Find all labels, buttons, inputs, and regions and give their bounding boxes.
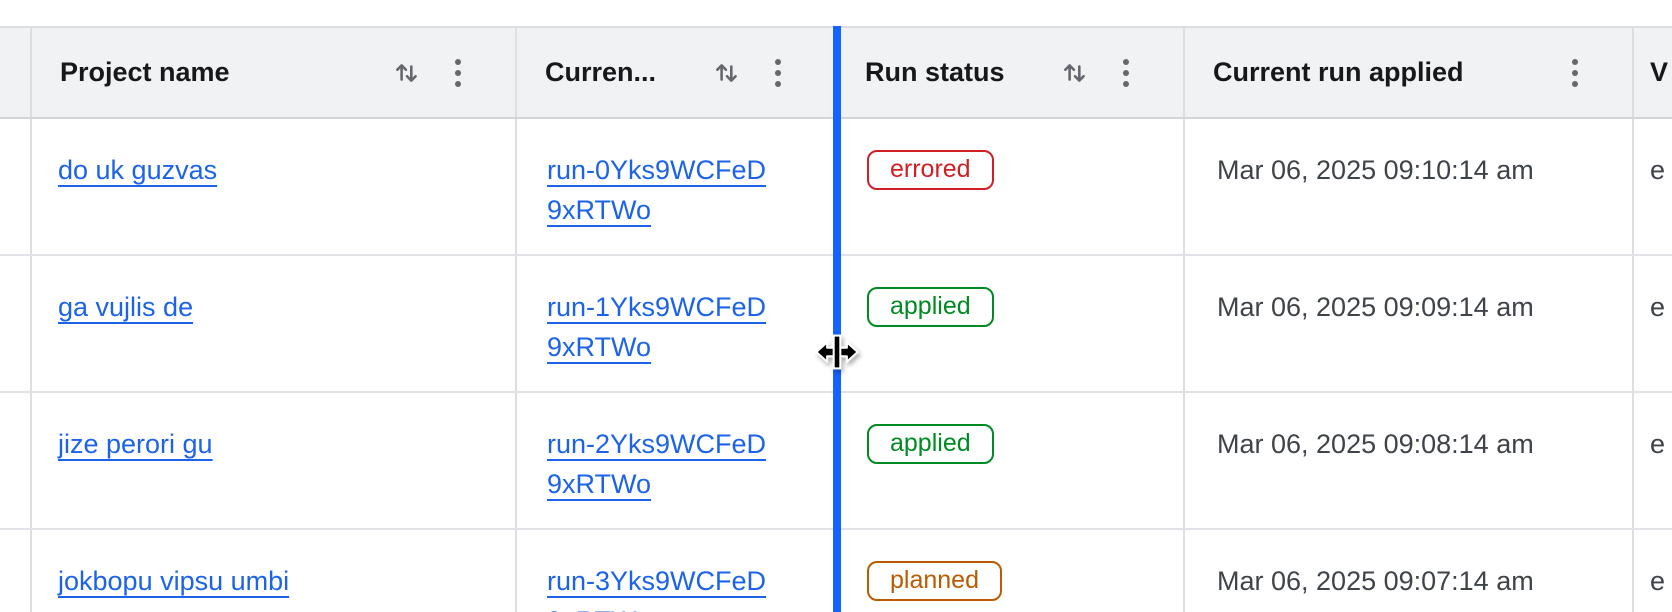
- cell-run-status: planned: [837, 530, 1185, 612]
- header-cell-current-run-applied: Current run applied: [1185, 28, 1634, 117]
- status-badge: errored: [867, 149, 994, 190]
- column-menu-icon[interactable]: [771, 55, 785, 91]
- cell-clipped: e: [1650, 566, 1666, 596]
- cell-current-run: run-3Yks9WCFeD9xRTWo: [517, 530, 837, 612]
- cell-clipped: e: [1650, 155, 1666, 185]
- cell-project-name: do uk guzvas: [32, 119, 517, 254]
- column-label-clipped: V: [1650, 57, 1669, 87]
- header-cell-run-status: Run status: [837, 28, 1185, 117]
- cell-current-run-applied: Mar 06, 2025 09:09:14 am: [1185, 256, 1634, 391]
- header-cell-current-run: Curren...: [517, 28, 837, 117]
- column-resize-indicator[interactable]: [833, 26, 841, 612]
- sort-icon[interactable]: [713, 59, 741, 87]
- header-cell-clipped-column: V: [1634, 28, 1672, 117]
- cell-clipped: e: [1650, 292, 1666, 322]
- cell-project-name: ga vujlis de: [32, 256, 517, 391]
- cell-current-run-applied: Mar 06, 2025 09:10:14 am: [1185, 119, 1634, 254]
- sort-icon[interactable]: [1061, 59, 1089, 87]
- column-label-project-name: Project name: [60, 57, 230, 87]
- cell-spacer: [0, 256, 32, 391]
- cell-clipped: e: [1650, 429, 1666, 459]
- run-link[interactable]: run-3Yks9WCFeD9xRTWo: [547, 566, 767, 612]
- cell-current-run-applied: Mar 06, 2025 09:08:14 am: [1185, 393, 1634, 528]
- cell-spacer: [0, 119, 32, 254]
- cell-project-name: jokbopu vipsu umbi: [32, 530, 517, 612]
- header-cell-project-name: Project name: [32, 28, 517, 117]
- sort-icon[interactable]: [393, 59, 421, 87]
- project-link[interactable]: jize perori gu: [58, 429, 213, 459]
- project-link[interactable]: do uk guzvas: [58, 155, 218, 185]
- cell-run-status: applied: [837, 393, 1185, 528]
- cell-project-name: jize perori gu: [32, 393, 517, 528]
- project-link[interactable]: jokbopu vipsu umbi: [58, 566, 290, 596]
- project-link[interactable]: ga vujlis de: [58, 292, 194, 322]
- column-label-run-status: Run status: [865, 57, 1005, 87]
- status-badge: planned: [867, 560, 1002, 601]
- cell-current-run-applied: Mar 06, 2025 09:07:14 am: [1185, 530, 1634, 612]
- status-badge: applied: [867, 423, 994, 464]
- column-label-current-run: Curren...: [545, 57, 657, 87]
- column-menu-icon[interactable]: [1119, 55, 1133, 91]
- cell-run-status: applied: [837, 256, 1185, 391]
- cell-spacer: [0, 393, 32, 528]
- column-menu-icon[interactable]: [1568, 55, 1582, 91]
- status-badge: applied: [867, 286, 994, 327]
- column-label-current-run-applied: Current run applied: [1213, 57, 1464, 87]
- cell-run-status: errored: [837, 119, 1185, 254]
- column-menu-icon[interactable]: [451, 55, 465, 91]
- header-cell-spacer: [0, 28, 32, 117]
- cell-spacer: [0, 530, 32, 612]
